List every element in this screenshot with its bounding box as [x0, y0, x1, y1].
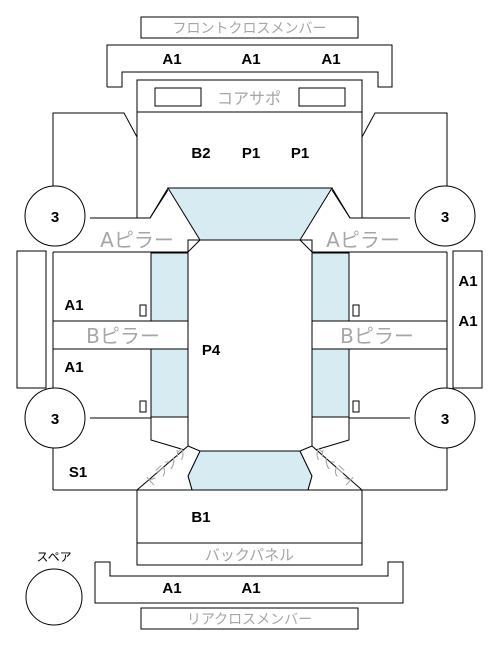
bonnet-grade-p1-b: P1 — [291, 145, 309, 162]
left-rear-quarter-grade: S1 — [69, 464, 87, 481]
right-rear-door-handle — [352, 400, 360, 413]
rear-window — [187, 450, 313, 491]
left-rear-door-grade: A1 — [64, 359, 83, 376]
front-bumper-outline — [106, 44, 393, 88]
front-bumper-grade-2: A1 — [241, 51, 260, 68]
tire-front-left-grade: 3 — [51, 209, 59, 226]
right-side-grade-1: A1 — [458, 273, 477, 290]
tire-rear-left-grade: 3 — [51, 411, 59, 428]
headlight-left — [154, 87, 202, 107]
front-cross-member-box — [140, 16, 359, 39]
left-side-step-panel — [16, 250, 47, 389]
rear-cross-member-box — [140, 607, 359, 630]
left-rear-door-handle — [139, 400, 147, 413]
roof-grade: P4 — [202, 342, 221, 359]
front-bumper-grade-3: A1 — [321, 51, 340, 68]
spare-tire — [25, 568, 83, 626]
left-front-door-handle — [139, 304, 147, 317]
left-b-pillar-label: Bピラー — [86, 324, 160, 348]
right-b-pillar-label: Bピラー — [340, 324, 414, 348]
front-left-fender-bottom — [90, 189, 169, 219]
tire-front-right — [414, 185, 476, 247]
tire-rear-right-grade: 3 — [441, 411, 449, 428]
spare-tire-label: スペア — [36, 550, 71, 564]
trunk-lid — [136, 489, 363, 544]
left-rear-window — [150, 348, 189, 418]
tire-rear-left — [24, 387, 86, 449]
trunk-lid-grade: B1 — [191, 509, 210, 526]
left-front-door-grade: A1 — [64, 297, 83, 314]
right-front-window — [311, 252, 350, 322]
right-rear-window — [311, 348, 350, 418]
windshield — [167, 187, 333, 241]
rear-cross-member-label: リアクロスメンバー — [187, 612, 312, 628]
left-front-window — [150, 252, 189, 322]
bonnet-grade-p1-a: P1 — [242, 145, 260, 162]
right-side-grade-2: A1 — [458, 313, 477, 330]
front-right-fender-bottom — [331, 189, 410, 219]
right-rear-wheel-arch-line — [311, 417, 410, 452]
left-rear-wheel-arch-line — [90, 417, 189, 452]
front-cross-member-label: フロントクロスメンバー — [173, 21, 327, 37]
back-panel-box — [136, 542, 363, 566]
tire-front-right-grade: 3 — [441, 209, 449, 226]
right-side-step-panel — [452, 250, 483, 389]
tire-front-left — [24, 185, 86, 247]
front-left-fender-top — [52, 112, 138, 195]
front-right-fender-top — [361, 112, 448, 195]
tire-rear-right — [414, 387, 476, 449]
core-support-label: コアサポ — [217, 89, 281, 108]
right-front-door-handle — [352, 304, 360, 317]
rear-bumper-outline — [94, 561, 404, 604]
rear-bumper-grade-2: A1 — [241, 580, 260, 597]
back-panel-label: バックパネル — [205, 546, 294, 564]
left-a-pillar-label: Aピラー — [100, 228, 174, 252]
headlight-right — [298, 87, 346, 107]
front-bumper-grade-1: A1 — [162, 51, 181, 68]
bonnet-grade-b2: B2 — [191, 145, 210, 162]
right-a-pillar-label: Aピラー — [326, 228, 400, 252]
rear-bumper-grade-1: A1 — [162, 580, 181, 597]
